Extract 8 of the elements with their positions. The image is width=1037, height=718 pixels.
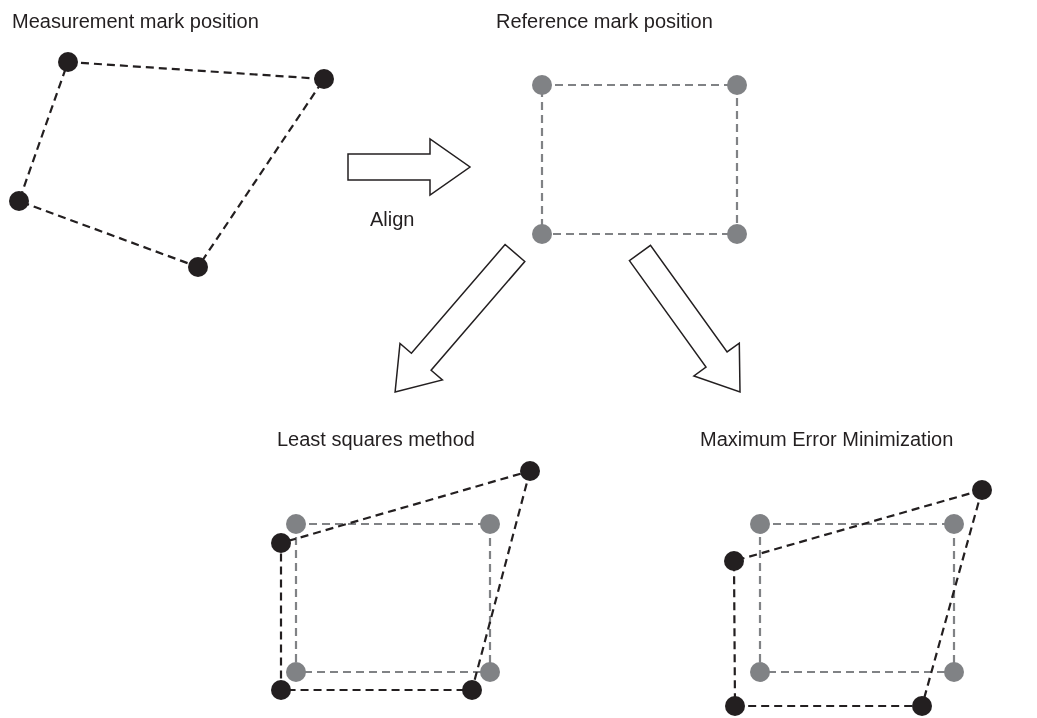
block-arrow bbox=[394, 243, 526, 393]
panel-heading: Measurement mark position bbox=[12, 10, 259, 32]
panel-heading: Reference mark position bbox=[496, 10, 713, 32]
panel-heading: Maximum Error Minimization bbox=[700, 428, 954, 450]
panel-heading: Least squares method bbox=[277, 428, 475, 450]
block-arrow bbox=[628, 244, 741, 394]
block-arrow bbox=[347, 137, 472, 197]
edge-label: Align bbox=[370, 208, 415, 230]
